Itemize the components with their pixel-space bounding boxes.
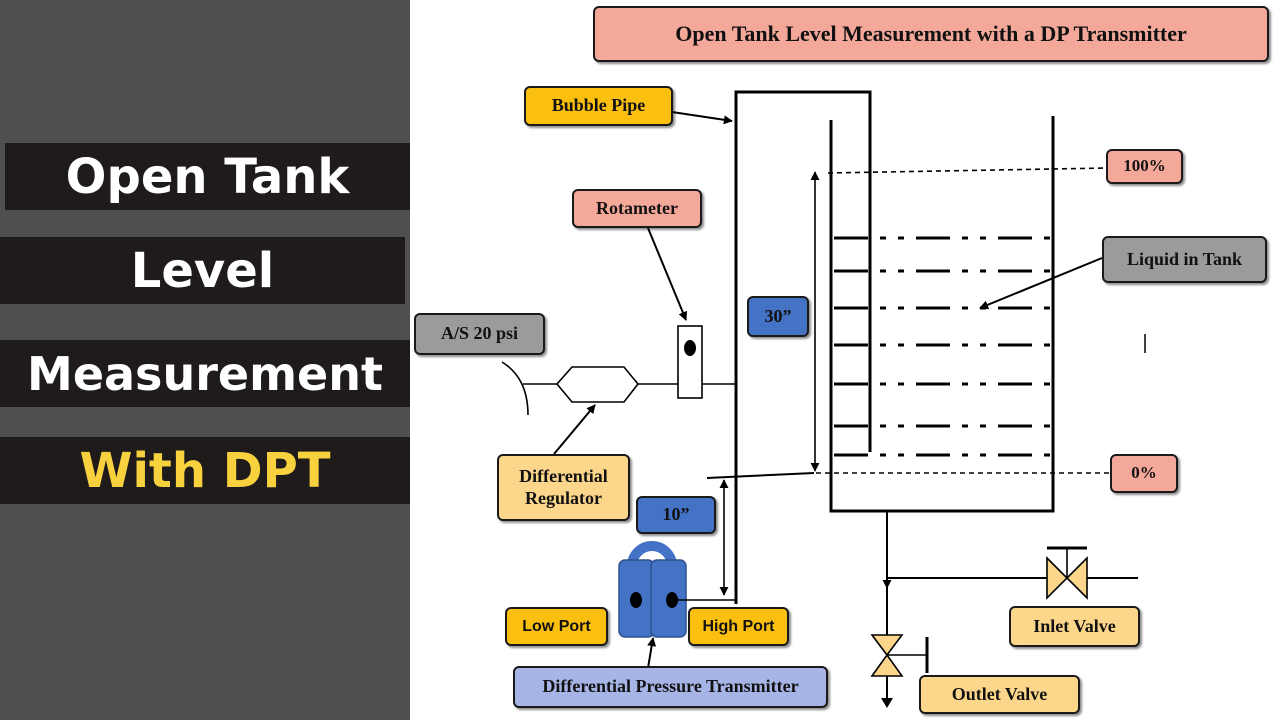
air-supply-line xyxy=(501,361,529,416)
inlet-valve-symbol xyxy=(1046,546,1088,600)
regulator-symbol xyxy=(555,366,640,403)
diagram-drawing xyxy=(501,90,1146,708)
title-line-1: Open Tank xyxy=(5,143,410,210)
title-line-2: Level xyxy=(0,237,405,304)
dp-level-diagram: Open Tank Level Measurement with a DP Tr… xyxy=(410,0,1280,720)
low-port-label: Low Port xyxy=(505,607,608,646)
bubble-pipe-label: Bubble Pipe xyxy=(524,86,673,126)
tank xyxy=(829,116,1055,513)
outlet-valve-label: Outlet Valve xyxy=(919,675,1080,714)
dpt-label: Differential Pressure Transmitter xyxy=(513,666,828,708)
rotameter-label: Rotameter xyxy=(572,189,702,228)
outlet-valve-symbol xyxy=(870,634,929,677)
liquid-in-tank-label: Liquid in Tank xyxy=(1102,236,1267,283)
title-panel: Open Tank Level Measurement With DPT xyxy=(0,0,410,720)
process-piping xyxy=(886,511,1138,698)
title-line-4: With DPT xyxy=(0,437,410,504)
liquid-lines xyxy=(834,236,1050,457)
rotameter-symbol xyxy=(677,325,703,399)
bubble-pipe xyxy=(734,90,872,604)
title-line-3: Measurement xyxy=(0,340,410,407)
air-supply-label: A/S 20 psi xyxy=(414,313,545,355)
diagram-title: Open Tank Level Measurement with a DP Tr… xyxy=(593,6,1269,62)
differential-regulator-label: Differential Regulator xyxy=(497,454,630,521)
callout-arrows xyxy=(553,111,1103,669)
inlet-valve-label: Inlet Valve xyxy=(1009,606,1140,647)
reference-lines xyxy=(816,167,1110,474)
level-100-label: 100% xyxy=(1106,149,1183,184)
level-0-label: 0% xyxy=(1110,454,1178,493)
high-port-label: High Port xyxy=(688,607,789,646)
dpt-symbol xyxy=(618,541,687,638)
span-30-label: 30” xyxy=(747,296,809,337)
span-10-label: 10” xyxy=(636,496,716,534)
